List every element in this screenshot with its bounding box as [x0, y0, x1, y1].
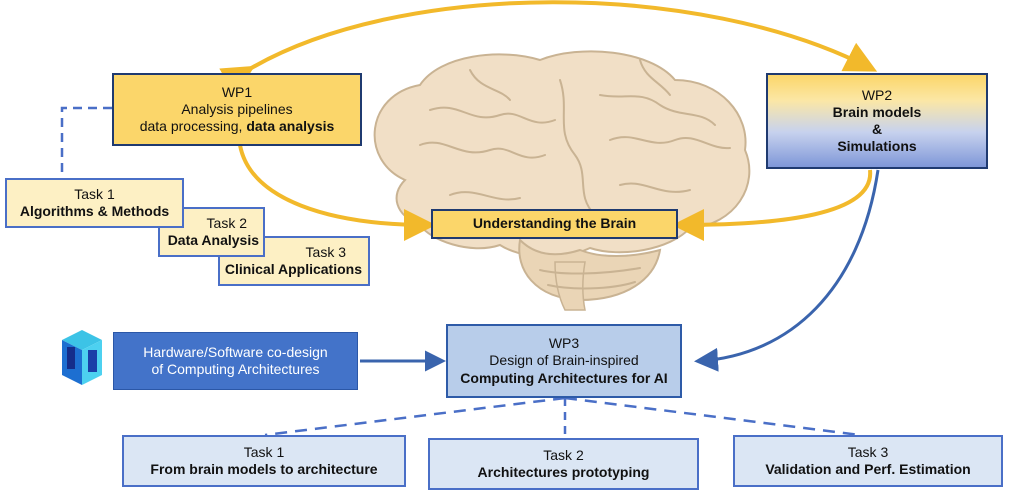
understanding-box: Understanding the Brain: [431, 209, 678, 239]
wp1-line1: Analysis pipelines: [181, 100, 293, 117]
wp2-line3: Simulations: [837, 138, 917, 155]
arrow-wp2-wp3: [694, 169, 880, 372]
wp3-task-1-title: Task 1: [243, 443, 285, 460]
wp3-task-3: Task 3 Validation and Perf. Estimation: [733, 435, 1003, 487]
wp3-box: WP3 Design of Brain-inspired Computing A…: [446, 324, 682, 398]
brain-folds: [419, 59, 731, 290]
dash-wp3-task3: [564, 396, 861, 437]
wp1-task-3-label: Clinical Applications: [224, 261, 362, 277]
arrow-wp2-understanding: [672, 169, 873, 241]
wp2-box: WP2 Brain models & Simulations: [766, 73, 988, 169]
cube-logo-icon: [62, 330, 102, 385]
wp3-task-1: Task 1 From brain models to architecture: [122, 435, 406, 487]
wp1-box: WP1 Analysis pipelines data processing, …: [112, 73, 362, 146]
wp1-task-2-label: Data Analysis: [167, 232, 259, 248]
wp1-title: WP1: [221, 83, 253, 100]
dash-wp1-tasks: [60, 106, 112, 178]
wp3-task-2-label: Architectures prototyping: [477, 464, 650, 480]
hardware-software-box: Hardware/Software co-design of Computing…: [113, 332, 358, 390]
wp2-title: WP2: [861, 86, 893, 103]
wp1-line2: data processing, data analysis: [140, 118, 335, 135]
wp1-task-1-label: Algorithms & Methods: [19, 203, 170, 219]
understanding-label: Understanding the Brain: [472, 215, 637, 232]
wp3-line1: Design of Brain-inspired: [489, 352, 639, 369]
wp3-task-3-label: Validation and Perf. Estimation: [765, 461, 971, 477]
arrow-wp1-wp2: [219, 0, 878, 96]
wp3-title: WP3: [548, 335, 580, 352]
hardware-line1: Hardware/Software co-design: [143, 343, 328, 360]
wp1-task-3-title: Task 3: [305, 243, 346, 260]
arrow-wp1-understanding: [238, 144, 436, 241]
wp1-line2-plain: data processing,: [139, 118, 247, 135]
hardware-line2: of Computing Architectures: [151, 361, 320, 377]
wp2-line2: &: [871, 121, 883, 137]
wp3-task-2: Task 2 Architectures prototyping: [428, 438, 699, 490]
wp1-task-2-title: Task 2: [206, 214, 247, 231]
wp3-task-1-label: From brain models to architecture: [150, 461, 378, 477]
wp3-task-2-title: Task 2: [543, 446, 584, 463]
wp1-line2-bold: data analysis: [246, 118, 335, 135]
wp2-line1: Brain models: [832, 103, 922, 120]
dash-wp3-task1: [264, 396, 566, 437]
wp3-task-3-title: Task 3: [847, 443, 889, 460]
wp1-task-1: Task 1 Algorithms & Methods: [5, 178, 184, 228]
wp1-task-1-title: Task 1: [74, 185, 115, 202]
wp3-line2: Computing Architectures for AI: [460, 369, 668, 386]
